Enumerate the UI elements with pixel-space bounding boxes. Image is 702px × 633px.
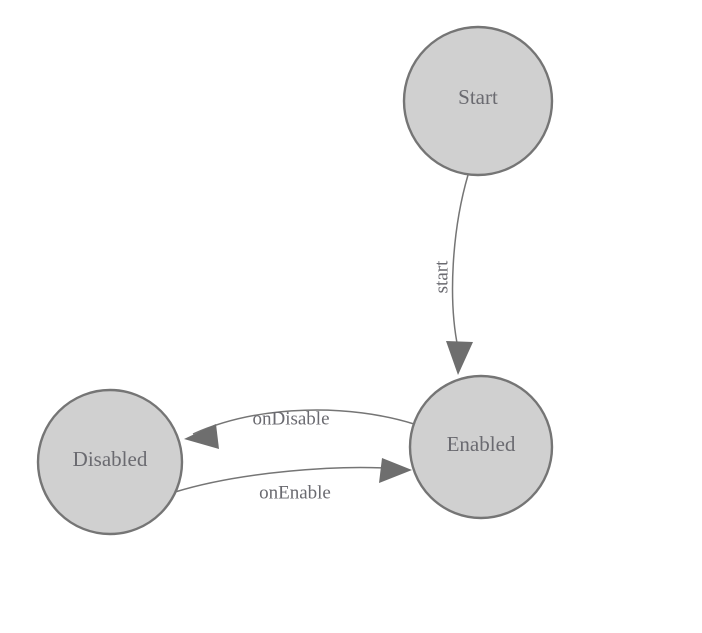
state-node-enabled[interactable]: Enabled <box>408 374 554 520</box>
edge-disabled-to-enabled-path <box>174 466 401 493</box>
state-node-disabled-circle <box>36 388 184 536</box>
edge-enabled-to-disabled[interactable] <box>184 409 415 449</box>
edge-enabled-to-disabled-arrowhead <box>184 424 219 449</box>
edge-start-to-enabled[interactable] <box>446 174 473 375</box>
state-node-enabled-circle <box>408 374 554 520</box>
edge-start-to-enabled-arrowhead <box>446 341 473 375</box>
edge-disabled-to-enabled-arrowhead <box>379 458 412 483</box>
state-node-enabled-label: Enabled <box>447 432 516 456</box>
edge-enabled-to-disabled-path <box>192 409 415 435</box>
state-node-start-circle <box>402 25 554 177</box>
edge-disabled-to-enabled[interactable] <box>174 458 412 493</box>
edge-label-on-enable: onEnable <box>259 482 331 503</box>
state-node-start[interactable]: Start <box>402 25 554 177</box>
edge-label-start: start <box>431 260 452 293</box>
state-node-disabled-label: Disabled <box>73 447 148 471</box>
state-node-disabled[interactable]: Disabled <box>36 388 184 536</box>
state-node-start-label: Start <box>458 85 498 109</box>
edge-label-on-disable: onDisable <box>252 408 329 429</box>
edge-start-to-enabled-path <box>451 174 469 349</box>
